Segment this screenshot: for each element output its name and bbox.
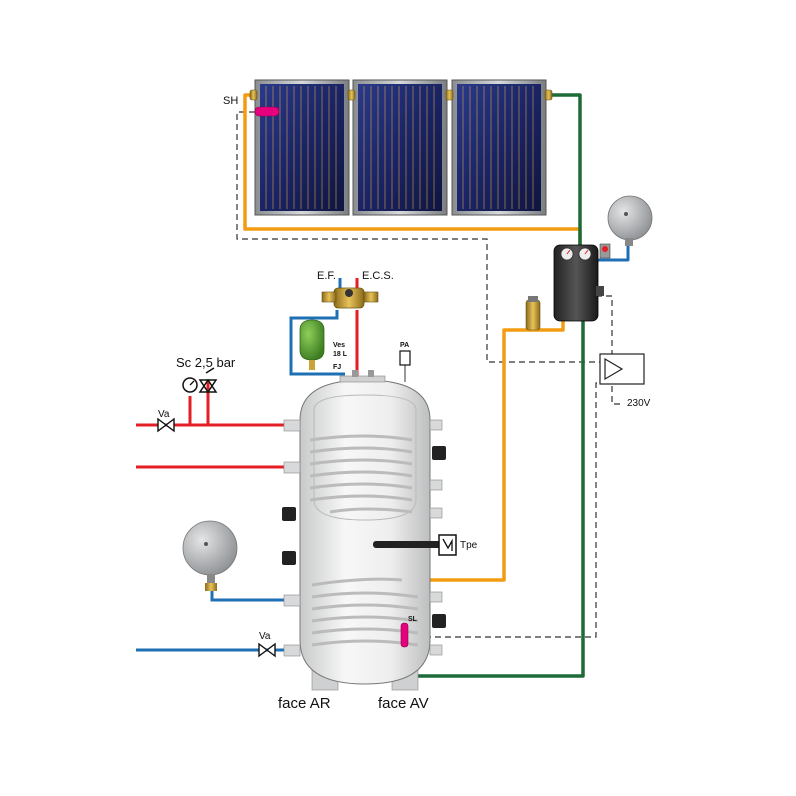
solar-controller	[599, 353, 645, 385]
dhw-expansion-vessel	[182, 520, 238, 591]
ef-label: E.F.	[317, 270, 336, 282]
safety-group	[182, 367, 218, 394]
ves-label: Ves	[333, 342, 346, 349]
fj-label: FJ	[333, 364, 342, 371]
voltage-label: 230V	[627, 398, 651, 409]
pump-station	[553, 243, 611, 322]
solar-return-pipe	[549, 93, 582, 248]
electric-heater-element	[373, 541, 443, 548]
shutoff-valve-top	[157, 417, 175, 433]
safety-group-label: Sc 2,5 bar	[176, 355, 236, 370]
sanitary-expansion-vessel	[299, 319, 325, 370]
va-bottom-label: Va	[259, 631, 271, 642]
thermostatic-mixing-valve	[321, 287, 379, 309]
tpe-thermostat	[438, 534, 457, 556]
face-ar-label: face AR	[278, 695, 331, 712]
pump-control-wire	[596, 295, 613, 360]
tpe-label: Tpe	[460, 540, 478, 551]
solar-panel-1	[254, 79, 350, 216]
va-top-label: Va	[158, 409, 170, 420]
sl-label: SL	[408, 616, 417, 623]
sh-sensor-wire	[236, 111, 600, 363]
vessel-loop-blue	[289, 310, 345, 376]
pa-anode-box	[399, 350, 411, 366]
upper-coil	[309, 434, 413, 514]
sh-label: SH	[223, 95, 239, 107]
solar-collectors	[249, 79, 553, 216]
dhw-pipes	[136, 278, 406, 652]
pa-label: PA	[400, 342, 410, 349]
panel-couplings	[249, 89, 553, 101]
solar-panel-2	[352, 79, 448, 216]
ecs-label: E.C.S.	[362, 270, 394, 282]
sanitary-vessel-pipe	[210, 590, 290, 602]
face-av-label: face AV	[378, 695, 429, 712]
air-separator	[525, 296, 541, 331]
ves-volume-label: 18 L	[333, 351, 348, 358]
solar-panel-3	[451, 79, 547, 216]
sh-sensor	[254, 106, 280, 117]
power-wire	[611, 386, 622, 405]
shutoff-valve-bottom	[258, 642, 276, 658]
safety-valve	[198, 378, 218, 394]
solar-flow-pipe-down	[402, 318, 565, 582]
sl-sensor-wire	[405, 382, 603, 638]
storage-tank	[282, 350, 457, 691]
sl-sensor	[400, 622, 409, 648]
solar-expansion-vessel	[607, 195, 653, 246]
